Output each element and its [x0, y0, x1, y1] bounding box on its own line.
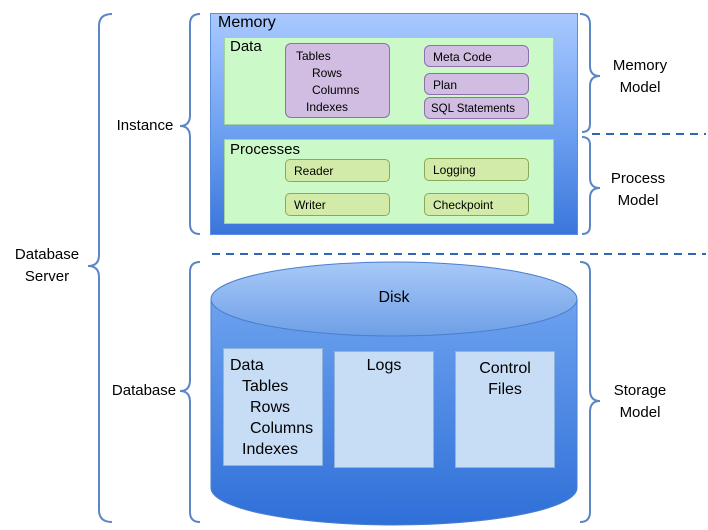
disk-data-list: Data Tables Rows Columns Indexes: [230, 355, 313, 460]
control-files-line-2: Files: [488, 381, 522, 398]
memory-model-line-2: Model: [619, 79, 661, 96]
database-server-line-1: Database: [14, 246, 80, 263]
process-model-line-2: Model: [617, 192, 659, 209]
memory-data-title: Data: [230, 38, 262, 55]
logging-box: Logging: [424, 158, 529, 181]
disk-title: Disk: [378, 289, 410, 306]
disk-indexes-item: Indexes: [242, 441, 299, 458]
process-model-label: Process Model: [598, 168, 678, 212]
database-server-label: Database Server: [2, 244, 92, 288]
control-files-line-1: Control: [479, 360, 531, 377]
disk-control-files-panel: [455, 351, 555, 468]
memory-model-line-1: Memory: [612, 57, 668, 74]
memory-tables-box: [285, 43, 390, 118]
disk-control-files-label: Control Files: [455, 358, 555, 400]
processes-title: Processes: [230, 141, 301, 158]
memory-tables-item: Tables: [296, 49, 331, 63]
storage-model-line-1: Storage: [613, 382, 667, 399]
database-server-bracket: [87, 13, 113, 523]
database-label: Database: [111, 382, 177, 399]
memory-columns-item: Columns: [312, 83, 360, 97]
memory-model-label: Memory Model: [600, 55, 680, 99]
memory-model-bracket: [579, 13, 601, 133]
process-model-line-1: Process: [610, 170, 666, 187]
storage-model-line-2: Model: [619, 404, 661, 421]
storage-model-label: Storage Model: [600, 380, 680, 424]
disk-data-panel: [223, 348, 323, 466]
disk-tables-item: Tables: [242, 378, 289, 395]
storage-model-bracket: [579, 261, 601, 523]
memory-indexes-item: Indexes: [306, 100, 349, 114]
disk-columns-item: Columns: [250, 420, 314, 437]
plan-box: Plan: [424, 73, 529, 95]
instance-bracket: [179, 13, 201, 235]
checkpoint-box: Checkpoint: [424, 193, 529, 216]
database-bracket: [179, 261, 201, 523]
sql-statements-box: SQL Statements: [424, 97, 529, 119]
meta-code-box: Meta Code: [424, 45, 529, 67]
reader-box: Reader: [285, 159, 390, 182]
disk-logs-panel: [334, 351, 434, 468]
database-server-line-2: Server: [24, 268, 70, 285]
disk-rows-item: Rows: [250, 399, 291, 416]
memory-tables-list: Tables Rows Columns Indexes: [296, 48, 359, 116]
disk-top: [210, 261, 578, 337]
disk-logs-label: Logs: [366, 357, 402, 374]
memory-title: Memory: [218, 14, 276, 31]
writer-box: Writer: [285, 193, 390, 216]
memory-rows-item: Rows: [312, 66, 343, 80]
instance-label: Instance: [116, 117, 174, 134]
disk-data-item: Data: [230, 357, 264, 374]
process-model-bracket: [581, 136, 601, 235]
